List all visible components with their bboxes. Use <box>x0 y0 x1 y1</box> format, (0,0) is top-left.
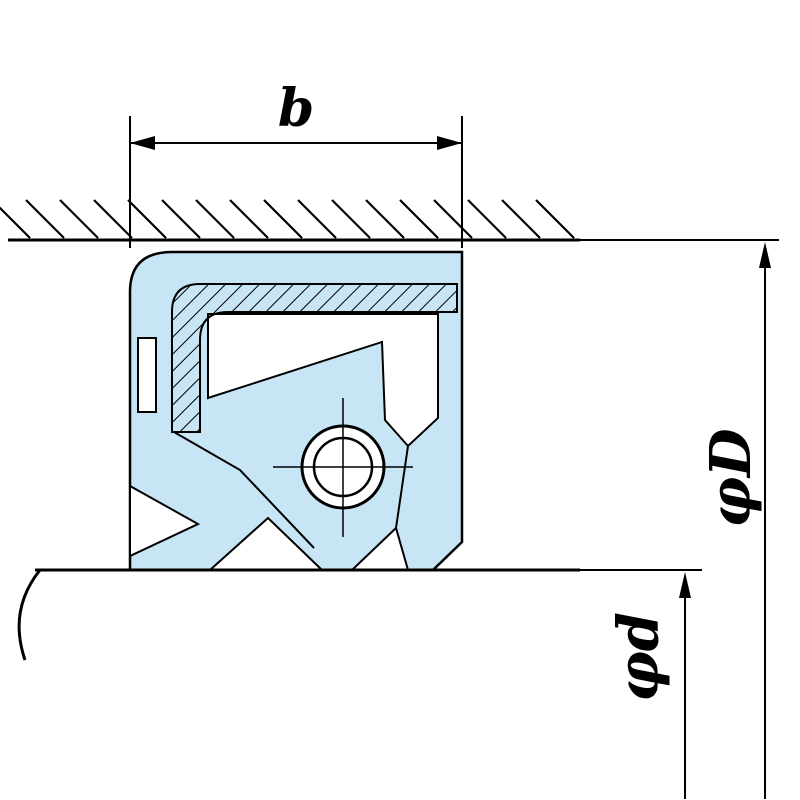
metal-case-insert <box>171 283 458 433</box>
shaft-diameter-label: φd <box>606 612 672 702</box>
outer-diameter-label: φD <box>698 428 764 528</box>
arrowhead-right-icon <box>437 136 462 150</box>
width-label: b <box>278 78 314 139</box>
outer-diameter-dimension: φD <box>698 242 771 799</box>
width-dimension: b <box>129 78 463 248</box>
interior-cavity <box>207 313 439 448</box>
back-face-notch <box>129 484 201 558</box>
housing-bore <box>0 199 779 242</box>
shaft-diameter-dimension: φd <box>606 572 691 799</box>
garter-spring <box>273 398 413 537</box>
arrowhead-up-icon <box>679 572 691 598</box>
surface-hatch-marks <box>0 199 575 239</box>
seal-section <box>128 250 464 572</box>
back-face-detail <box>137 337 157 413</box>
arrowhead-left-icon <box>130 136 155 150</box>
shaft-end-arc <box>17 569 42 661</box>
rubber-contour-line <box>173 431 315 549</box>
shaft <box>17 568 702 661</box>
arrowhead-up-icon <box>759 242 771 268</box>
dust-lip-contour-line <box>395 445 409 529</box>
